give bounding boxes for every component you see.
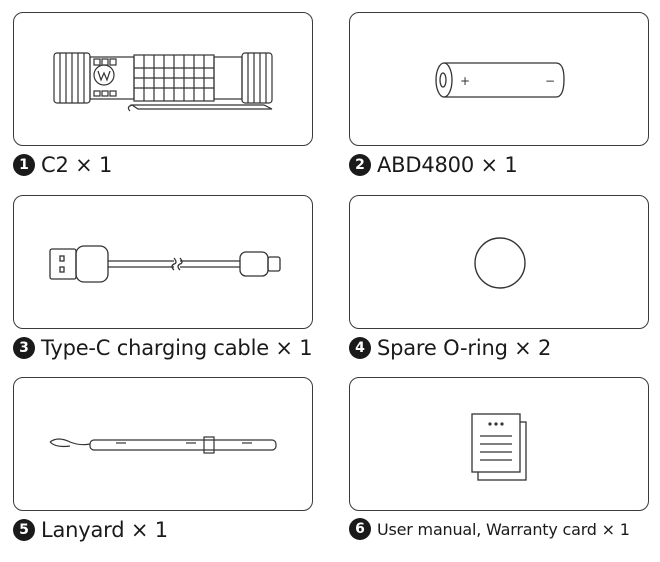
battery-plus-label: + [460, 74, 470, 88]
o-ring-icon [474, 237, 526, 289]
item-number-badge: 1 [13, 154, 35, 176]
item-caption-2: 2 ABD4800 × 1 [349, 153, 518, 177]
item-caption-3: 3 Type-C charging cable × 1 [13, 336, 313, 360]
item-card-o-ring [349, 195, 649, 329]
item-label: C2 × 1 [41, 153, 113, 177]
item-card-manual [349, 377, 649, 511]
item-number-badge: 4 [349, 337, 371, 359]
item-number-badge: 3 [13, 337, 35, 359]
item-card-lanyard [13, 377, 313, 511]
item-label: Type-C charging cable × 1 [41, 336, 313, 360]
item-card-cable [13, 195, 313, 329]
item-caption-4: 4 Spare O-ring × 2 [349, 336, 551, 360]
item-card-flashlight [13, 12, 313, 146]
usb-cable-icon [49, 245, 281, 283]
flashlight-icon [53, 52, 273, 112]
item-card-battery: + − [349, 12, 649, 146]
item-caption-6: 6 User manual, Warranty card × 1 [349, 518, 630, 540]
item-number-badge: 6 [349, 518, 371, 540]
item-label: Spare O-ring × 2 [377, 336, 552, 360]
item-label: User manual, Warranty card × 1 [377, 519, 630, 539]
battery-icon: + − [435, 62, 565, 98]
manual-icon [471, 413, 527, 481]
item-caption-5: 5 Lanyard × 1 [13, 518, 168, 542]
lanyard-icon [49, 436, 277, 454]
battery-minus-label: − [545, 74, 555, 88]
item-caption-1: 1 C2 × 1 [13, 153, 112, 177]
item-number-badge: 5 [13, 519, 35, 541]
item-label: ABD4800 × 1 [377, 153, 518, 177]
item-label: Lanyard × 1 [41, 518, 168, 542]
item-number-badge: 2 [349, 154, 371, 176]
